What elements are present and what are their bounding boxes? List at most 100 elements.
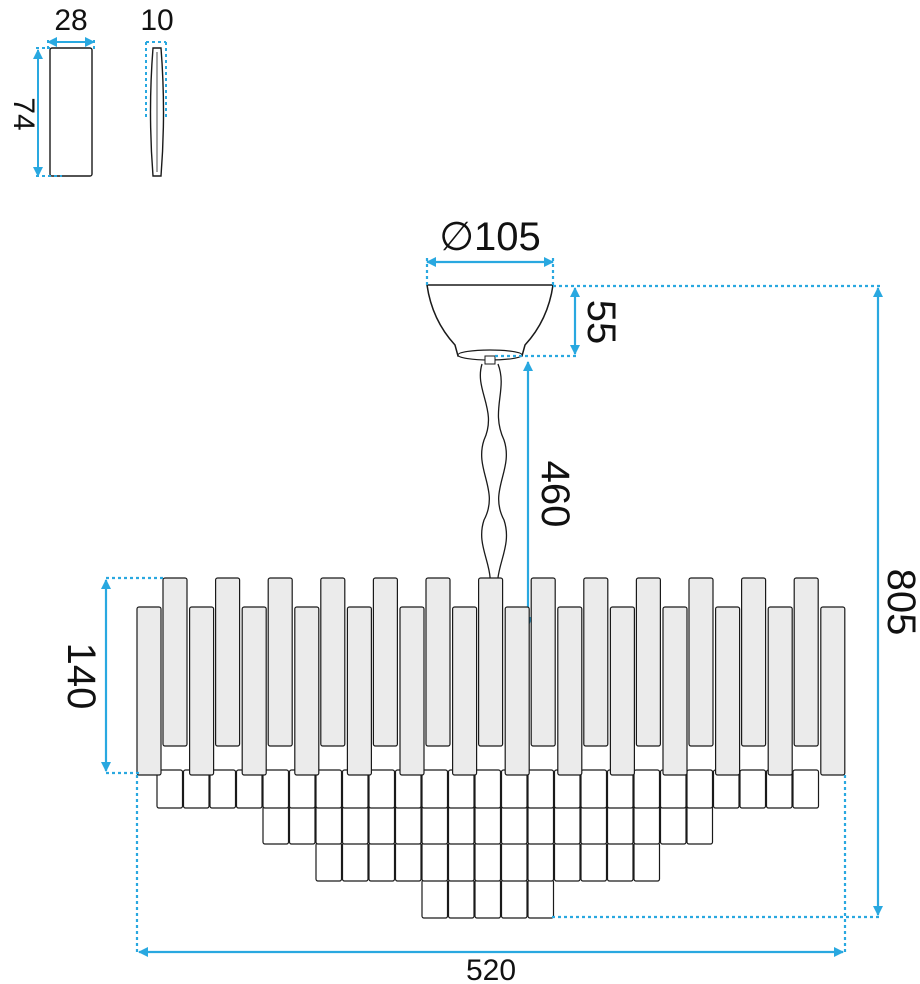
- crystal-thickness-dimension: 10: [140, 4, 174, 120]
- crystal-prism: [712, 769, 740, 809]
- crystal-prism: [421, 769, 449, 809]
- crystal-prism: [315, 769, 343, 809]
- crystal-prism: [474, 769, 502, 809]
- crystal-prism: [315, 805, 343, 845]
- crystal-prism: [662, 606, 688, 776]
- crystal-prism: [478, 577, 504, 747]
- crystal-prism: [659, 805, 687, 845]
- crystal-prism: [580, 769, 608, 809]
- crystal-prism: [714, 606, 741, 776]
- crystal-prism: [557, 606, 583, 776]
- crystal-prism: [686, 805, 714, 845]
- crystal-prism: [739, 769, 767, 809]
- crystal-prism: [500, 842, 528, 882]
- crystal-front-view: [49, 47, 93, 177]
- crystal-prism: [635, 577, 662, 747]
- chain: [479, 363, 508, 601]
- crystal-prism: [320, 577, 346, 747]
- crystal-prism: [421, 805, 449, 845]
- crystal-prism: [500, 769, 528, 809]
- crystal-prism: [182, 769, 210, 809]
- crystal-body: [156, 769, 820, 919]
- crystal-prism: [609, 606, 636, 776]
- chain-length-dimension: 460: [523, 361, 577, 627]
- crystal-prism: [553, 769, 581, 809]
- crystal-prism: [606, 805, 634, 845]
- crystal-prism: [421, 842, 449, 882]
- crystal-prism: [633, 842, 661, 882]
- crystal-width-label: 28: [54, 4, 87, 37]
- crystal-prism: [580, 842, 608, 882]
- crystal-height-label: 74: [7, 97, 40, 130]
- crystal-width-dimension: 28: [47, 4, 95, 50]
- total-height-label: 805: [879, 569, 920, 636]
- crystal-prism: [633, 805, 661, 845]
- canopy-diameter-label: ∅105: [439, 215, 541, 259]
- crystal-prism: [606, 842, 634, 882]
- crystal-prism: [341, 842, 369, 882]
- crystal-prism: [686, 769, 714, 809]
- crystal-prism: [527, 805, 555, 845]
- crystal-prism: [500, 805, 528, 845]
- crystal-prism: [474, 879, 502, 919]
- body-height-label: 140: [59, 643, 103, 710]
- crystal-prism: [447, 842, 475, 882]
- crystal-prism: [606, 769, 634, 809]
- crystal-prism: [267, 577, 293, 747]
- crystal-prism: [136, 606, 162, 776]
- crystal-prism: [189, 606, 215, 776]
- chain-length-label: 460: [533, 461, 577, 528]
- crystal-prism: [447, 805, 475, 845]
- body-width-label: 520: [466, 954, 516, 984]
- crystal-prism: [399, 606, 425, 776]
- crystal-prism: [583, 577, 609, 747]
- crystal-prism: [425, 577, 451, 747]
- body-width-dimension: 520: [135, 775, 847, 984]
- crystal-prism: [288, 769, 316, 809]
- crystal-prism: [341, 805, 369, 845]
- crystal-prism: [215, 577, 241, 747]
- crystal-prism: [527, 842, 555, 882]
- crystal-front-row: [136, 606, 846, 776]
- crystal-prism: [241, 606, 267, 776]
- crystal-prism: [504, 606, 530, 776]
- crystal-prism: [421, 879, 449, 919]
- crystal-prism: [740, 577, 767, 747]
- crystal-prism: [659, 769, 687, 809]
- crystal-prism: [368, 842, 396, 882]
- crystal-prism: [162, 577, 188, 747]
- crystal-prism: [394, 842, 422, 882]
- crystal-back-row: [162, 577, 819, 747]
- crystal-side-view: [149, 47, 165, 177]
- crystal-prism: [235, 769, 263, 809]
- crystal-prism: [315, 842, 343, 882]
- crystal-prism: [262, 805, 290, 845]
- crystal-prism: [792, 769, 820, 809]
- crystal-prism: [530, 577, 556, 747]
- crystal-prism: [156, 769, 184, 809]
- crystal-prism: [527, 769, 555, 809]
- crystal-prism: [294, 606, 320, 776]
- canopy-height-dimension: 55: [495, 284, 880, 358]
- body-height-dimension: 140: [59, 576, 164, 775]
- crystal-prism: [394, 805, 422, 845]
- canopy-diameter-dimension: ∅105: [425, 215, 555, 285]
- crystal-prism: [553, 842, 581, 882]
- crystal-prism: [688, 577, 714, 747]
- canopy-height-label: 55: [579, 300, 623, 345]
- crystal-prism: [368, 805, 396, 845]
- crystal-prism: [474, 805, 502, 845]
- crystal-prism: [767, 606, 793, 776]
- crystal-prism: [394, 769, 422, 809]
- crystal-prism: [447, 879, 475, 919]
- crystal-prism: [288, 805, 316, 845]
- crystal-prism: [553, 805, 581, 845]
- crystal-prism: [346, 606, 372, 776]
- crystal-prism: [580, 805, 608, 845]
- crystal-prism: [765, 769, 793, 809]
- canopy: [426, 284, 554, 365]
- crystal-prism: [633, 769, 661, 809]
- crystal-prism: [452, 606, 478, 776]
- crystal-prism: [341, 769, 369, 809]
